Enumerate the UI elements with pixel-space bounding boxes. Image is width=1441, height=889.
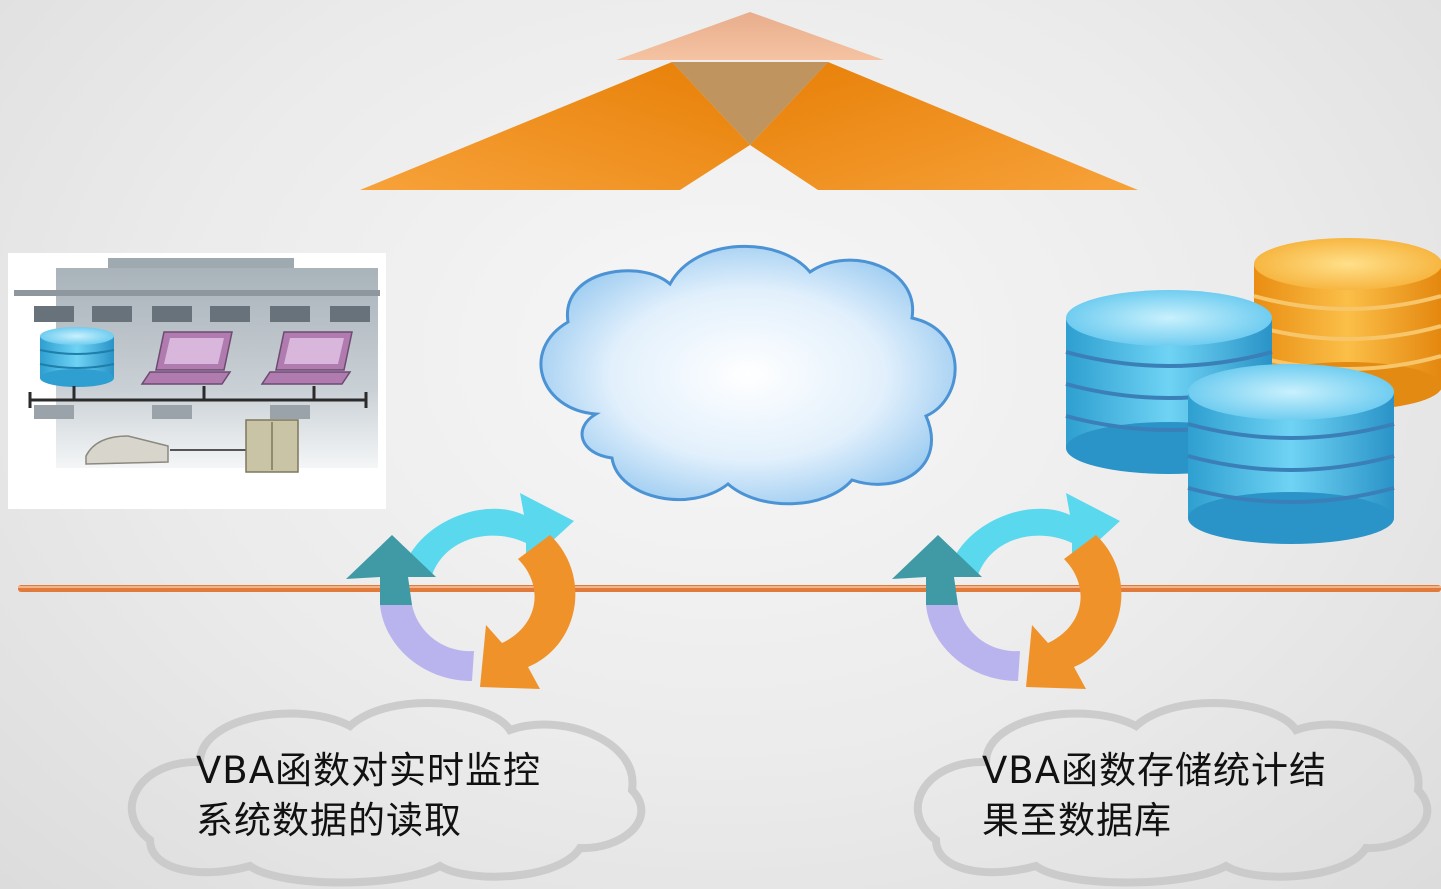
caption-left-line1: VBA函数对实时监控	[196, 749, 542, 792]
database-stack-icon	[1065, 238, 1441, 544]
up-arrow-icon	[360, 12, 1138, 190]
caption-read-monitor-data: VBA函数对实时监控 系统数据的读取	[196, 746, 541, 846]
separator-line	[18, 585, 1441, 592]
bottom-cloud-left	[127, 699, 646, 887]
cloud-icon	[539, 244, 957, 506]
cycle-arrows-icon	[892, 493, 1122, 689]
bottom-cloud-right	[913, 699, 1432, 887]
caption-left-line2: 系统数据的读取	[196, 799, 462, 842]
caption-right-line1: VBA函数存储统计结	[982, 749, 1328, 792]
cycle-arrows-icon	[346, 493, 576, 689]
office-network-icon	[8, 253, 386, 509]
caption-store-to-database: VBA函数存储统计结 果至数据库	[982, 746, 1327, 846]
caption-right-line2: 果至数据库	[982, 799, 1172, 842]
